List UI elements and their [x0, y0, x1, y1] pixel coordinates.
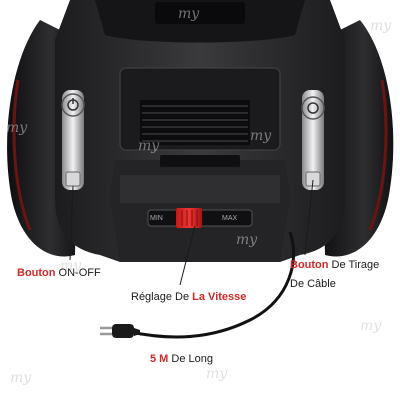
cable-rewind-button	[301, 96, 325, 120]
right-chrome-latch	[305, 171, 321, 187]
speed-callout-accent: La Vitesse	[192, 291, 247, 303]
left-wheel-rim-accent	[12, 79, 32, 231]
watermark-logo: my	[178, 6, 200, 22]
length-callout-accent: 5 M	[150, 353, 169, 365]
power-cable	[129, 231, 296, 339]
on-off-callout-accent: Bouton	[17, 267, 56, 279]
power-plug-icon	[100, 324, 140, 338]
top-cover-window	[155, 2, 245, 24]
cable-callout-text: De Tirage	[328, 259, 380, 271]
pointer-speed	[179, 225, 196, 286]
on-off-callout: Bouton ON-OFF	[17, 267, 101, 280]
right-wheel-rim-accent	[368, 79, 388, 231]
length-callout-text: De Long	[168, 353, 213, 365]
watermark-logo: my	[250, 128, 272, 144]
speed-callout: Réglage De La Vitesse	[131, 291, 246, 304]
grille-slats	[142, 105, 248, 142]
watermark-logo: my	[138, 138, 160, 154]
cable-callout: Bouton De Tirage	[290, 259, 379, 272]
cable-callout-line2: De Câble	[290, 278, 336, 290]
watermark-logo: my	[10, 370, 32, 386]
speed-slider-knob	[176, 208, 202, 228]
pointer-on-off	[69, 185, 74, 261]
length-callout: 5 M De Long	[150, 353, 213, 366]
slider-min-label: MIN	[150, 215, 163, 222]
cable-callout-accent: Bouton	[290, 259, 329, 271]
watermark-logo: my	[206, 366, 228, 382]
speed-callout-text: Réglage De	[131, 291, 193, 303]
watermark-logo: my	[6, 120, 28, 136]
lower-slot	[160, 155, 240, 167]
pointer-cable	[304, 179, 314, 256]
left-chrome-latch	[65, 171, 81, 187]
watermark-logo: my	[360, 318, 382, 334]
watermark-logo: my	[370, 18, 392, 34]
on-off-button	[61, 93, 85, 117]
watermark-logo: my	[236, 232, 258, 248]
watermark-logo: my	[60, 258, 82, 274]
slider-max-label: MAX	[222, 215, 238, 222]
carbon-strip	[120, 175, 280, 203]
rear-grille	[140, 100, 250, 145]
speed-slider-knob-ridges	[181, 210, 198, 226]
on-off-callout-text: ON-OFF	[55, 267, 101, 279]
